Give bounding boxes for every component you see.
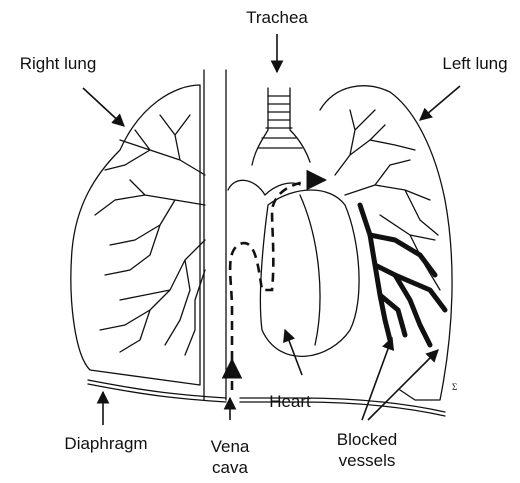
label-blocked-line2: vessels	[322, 451, 412, 471]
heart-outline	[260, 190, 359, 356]
signature-mark: Σ	[452, 382, 457, 392]
label-trachea: Trachea	[232, 8, 322, 28]
label-blocked-line1: Blocked	[322, 430, 412, 450]
blocked-arrow-1	[362, 338, 392, 420]
vena-cava-walls	[204, 70, 226, 400]
trachea-outline	[252, 88, 310, 165]
label-left-lung: Left lung	[430, 54, 520, 74]
label-diaphragm: Diaphragm	[46, 434, 166, 454]
blood-flow-path	[230, 180, 325, 390]
label-vena-cava-line1: Vena	[200, 437, 260, 457]
left-lung-arrow	[420, 86, 460, 120]
blocked-vessels-mark	[360, 205, 445, 345]
label-vena-cava-line2: cava	[200, 458, 260, 478]
label-right-lung: Right lung	[8, 54, 108, 74]
blocked-arrow-2	[368, 350, 438, 420]
right-lung-arrow	[83, 88, 124, 126]
label-heart: Heart	[255, 392, 325, 412]
heart-arrow	[285, 330, 302, 375]
